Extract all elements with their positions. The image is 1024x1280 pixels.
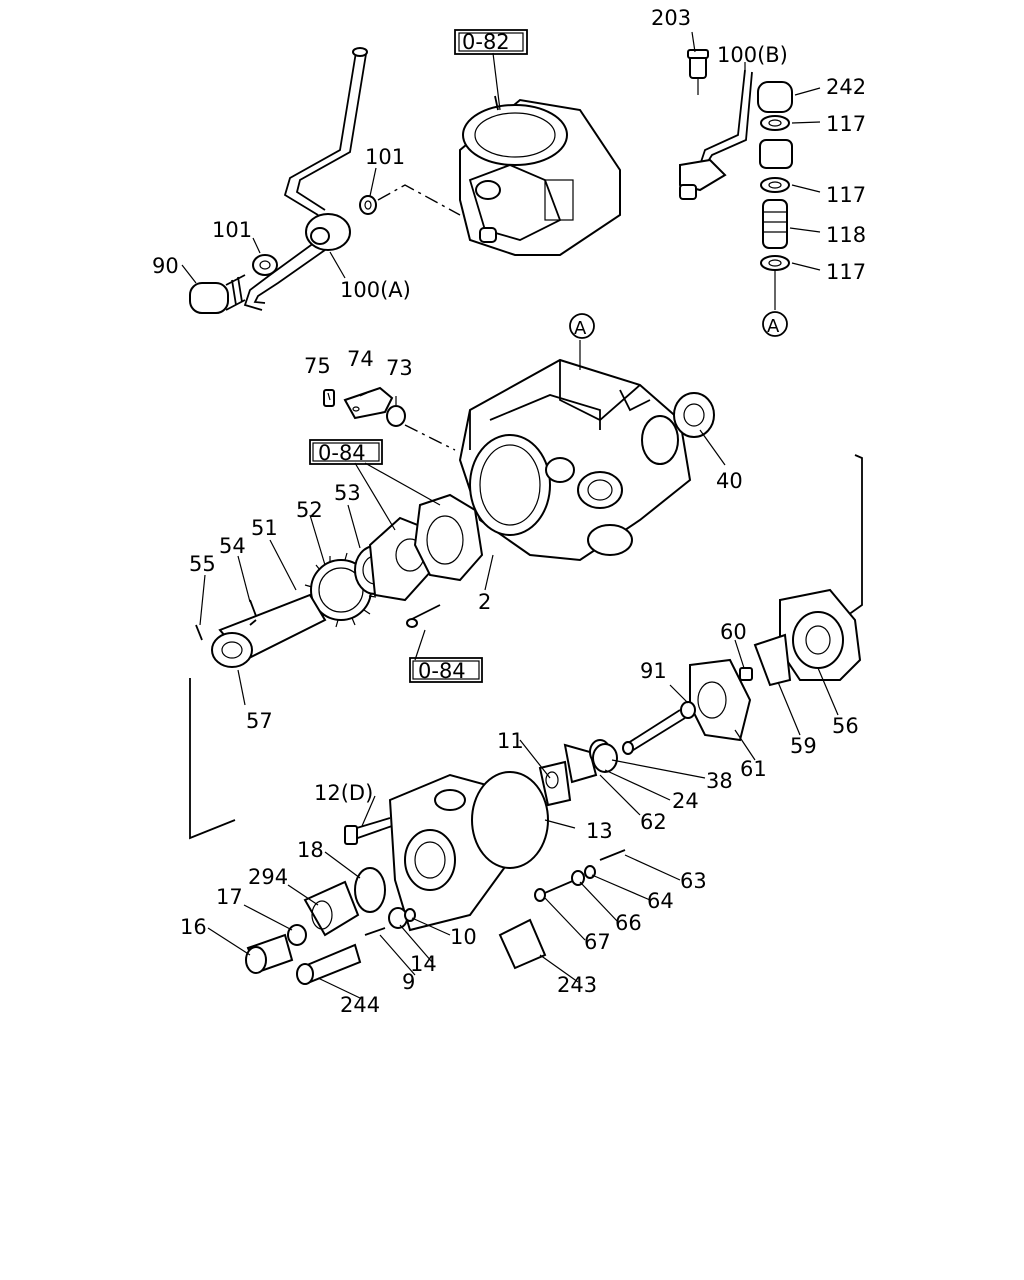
part-label-62: 62 (640, 810, 667, 834)
cover-plate-group (323, 386, 456, 451)
banjo-stack-100b (679, 49, 793, 310)
part-label-66: 66 (615, 911, 642, 935)
leader-lines (181, 31, 839, 999)
part-label-117-1: 117 (826, 112, 866, 136)
part-label-101-2: 101 (212, 218, 252, 242)
ref-box-0-84-lower: 0-84 (409, 657, 483, 683)
part-label-13: 13 (586, 819, 613, 843)
part-label-203: 203 (651, 6, 691, 30)
part-label-117-3: 117 (826, 260, 866, 284)
part-label-243: 243 (557, 973, 597, 997)
circle-a-top: A (569, 313, 595, 339)
part-label-11: 11 (497, 729, 524, 753)
part-label-74: 74 (347, 347, 374, 371)
distributor-head (189, 678, 626, 985)
part-label-40: 40 (716, 469, 743, 493)
part-label-63: 63 (680, 869, 707, 893)
part-label-57: 57 (246, 709, 273, 733)
part-label-53: 53 (334, 481, 361, 505)
part-label-118: 118 (826, 223, 866, 247)
governor-group (622, 454, 863, 755)
part-labels: 203 100(B) 242 117 117 118 117 101 101 9… (152, 6, 866, 1017)
part-label-12d: 12(D) (314, 781, 373, 805)
part-label-294: 294 (248, 865, 288, 889)
ref-0-84-upper-label: 0-84 (318, 441, 366, 465)
throttle-body (459, 95, 621, 256)
part-label-38: 38 (706, 769, 733, 793)
part-label-2: 2 (478, 590, 491, 614)
part-label-100b: 100(B) (717, 43, 788, 67)
ref-box-0-84-upper: 0-84 (309, 439, 383, 465)
part-label-90: 90 (152, 254, 179, 278)
part-label-73: 73 (386, 356, 413, 380)
part-label-75: 75 (304, 354, 331, 378)
part-label-55: 55 (189, 552, 216, 576)
ref-0-84-lower-label: 0-84 (418, 659, 466, 683)
part-label-91: 91 (640, 659, 667, 683)
part-label-67: 67 (584, 930, 611, 954)
part-label-52: 52 (296, 498, 323, 522)
part-label-10: 10 (450, 925, 477, 949)
pipe-assembly-100a (189, 47, 461, 314)
part-label-244: 244 (340, 993, 380, 1017)
part-label-56: 56 (832, 714, 859, 738)
pump-housing (458, 358, 715, 562)
part-label-117-2: 117 (826, 183, 866, 207)
part-label-14: 14 (410, 952, 437, 976)
part-label-9: 9 (402, 970, 415, 994)
part-label-61: 61 (740, 757, 767, 781)
part-label-16: 16 (180, 915, 207, 939)
part-label-100a: 100(A) (340, 278, 411, 302)
part-label-51: 51 (251, 516, 278, 540)
ref-box-0-82: 0-82 (454, 29, 528, 55)
part-label-18: 18 (297, 838, 324, 862)
part-label-54: 54 (219, 534, 246, 558)
circle-a-top-label: A (574, 318, 587, 339)
circle-a-right: A (762, 311, 788, 337)
part-label-17: 17 (216, 885, 243, 909)
part-label-101-1: 101 (365, 145, 405, 169)
part-label-59: 59 (790, 734, 817, 758)
part-label-64: 64 (647, 889, 674, 913)
drive-shaft-assembly (195, 493, 484, 668)
ref-0-82-label: 0-82 (462, 30, 510, 54)
part-label-60: 60 (720, 620, 747, 644)
part-label-24: 24 (672, 789, 699, 813)
circle-a-right-label: A (767, 316, 780, 337)
part-label-242: 242 (826, 75, 866, 99)
